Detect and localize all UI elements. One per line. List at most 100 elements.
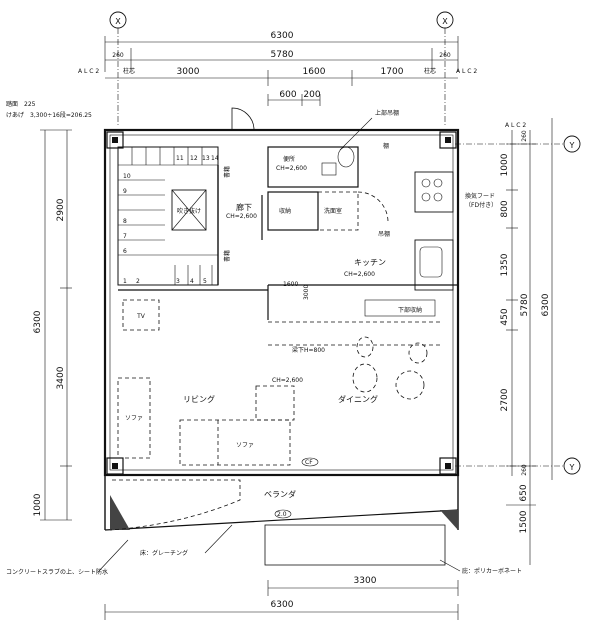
- balcony: ベランダ 2.0: [104, 475, 459, 566]
- svg-text:3000: 3000: [303, 285, 310, 300]
- svg-text:600: 600: [279, 90, 296, 100]
- svg-text:Y: Y: [569, 463, 575, 472]
- svg-text:収納: 収納: [279, 207, 291, 215]
- svg-text:踏面 225: 踏面 225: [6, 100, 36, 108]
- svg-text:（FD付き）: （FD付き）: [465, 201, 497, 209]
- svg-text:コンクリートスラブの上、シート防水: コンクリートスラブの上、シート防水: [6, 568, 108, 576]
- top-dimensions: 6300 260 5780 260 3000 1600 1700 600 200…: [78, 31, 526, 129]
- svg-text:TV: TV: [136, 313, 146, 320]
- svg-text:3300: 3300: [354, 576, 377, 586]
- svg-text:廊下: 廊下: [236, 202, 252, 212]
- svg-text:上部吊棚: 上部吊棚: [375, 109, 399, 117]
- svg-text:A L C 2: A L C 2: [78, 68, 99, 75]
- svg-text:6300: 6300: [541, 293, 551, 316]
- storage-room: 収納: [267, 191, 319, 231]
- svg-text:ダイニング: ダイニング: [338, 394, 378, 404]
- svg-text:X: X: [115, 17, 121, 26]
- svg-text:けあげ 3,300÷16段=206.25: けあげ 3,300÷16段=206.25: [6, 111, 92, 119]
- annotations: コンクリートスラブの上、シート防水 床：グレーチング 庇：ポリカーボネート: [6, 524, 522, 576]
- left-dimensions: 6300 2900 3400 1000: [33, 129, 72, 521]
- svg-text:260: 260: [521, 464, 528, 476]
- svg-text:2: 2: [136, 278, 140, 285]
- kitchen: キッチン CH=2,600 換気フード （FD付き） 吊棚 下部収納 1600 …: [267, 171, 497, 320]
- svg-text:3: 3: [176, 278, 180, 285]
- svg-text:キッチン: キッチン: [354, 258, 386, 267]
- svg-text:1000: 1000: [33, 493, 43, 516]
- grid-bubble-x-left: X: [109, 11, 127, 125]
- svg-text:CH=2,600: CH=2,600: [276, 165, 307, 172]
- svg-text:5780: 5780: [520, 293, 530, 316]
- entrance-door: [231, 107, 255, 131]
- svg-text:1600: 1600: [283, 281, 298, 288]
- svg-text:6300: 6300: [271, 600, 294, 610]
- svg-text:A L C 2: A L C 2: [505, 122, 526, 129]
- svg-text:1000: 1000: [500, 153, 510, 176]
- svg-text:洗面室: 洗面室: [324, 207, 342, 215]
- svg-text:ソファ: ソファ: [236, 442, 254, 449]
- svg-text:柱芯: 柱芯: [424, 67, 436, 75]
- svg-text:7: 7: [123, 233, 127, 240]
- svg-text:1500: 1500: [519, 510, 529, 533]
- svg-text:11: 11: [176, 155, 184, 162]
- svg-text:5: 5: [203, 278, 207, 285]
- svg-text:200: 200: [303, 90, 320, 100]
- svg-text:2.0: 2.0: [277, 511, 287, 518]
- svg-text:13: 13: [202, 155, 210, 162]
- grid-bubble-y-bottom: Y: [455, 457, 581, 475]
- svg-text:リビング: リビング: [183, 394, 215, 404]
- grid-bubble-y-top: Y: [455, 135, 581, 153]
- svg-text:9: 9: [123, 188, 127, 195]
- svg-text:X: X: [442, 17, 448, 26]
- staircase: 吹き抜け 1 2 6 7 8 9 10 3 4 5 11 12 13 14 書籍…: [117, 146, 231, 286]
- svg-text:800: 800: [500, 200, 510, 217]
- svg-text:14: 14: [211, 155, 219, 162]
- svg-text:吹き抜け: 吹き抜け: [177, 207, 201, 215]
- svg-text:10: 10: [123, 173, 131, 180]
- svg-text:12: 12: [190, 155, 198, 162]
- svg-text:260: 260: [439, 52, 451, 59]
- svg-text:2700: 2700: [500, 388, 510, 411]
- svg-text:6300: 6300: [33, 310, 43, 333]
- svg-text:6: 6: [123, 248, 127, 255]
- svg-text:吊棚: 吊棚: [378, 230, 390, 238]
- svg-text:書籍: 書籍: [223, 250, 231, 262]
- washroom: 洗面室: [317, 191, 389, 231]
- svg-text:下部収納: 下部収納: [398, 306, 422, 314]
- grid-bubble-x-right: X: [436, 11, 454, 125]
- exterior-walls: [103, 128, 460, 477]
- svg-text:260: 260: [521, 130, 528, 142]
- shelf-label: 棚: [383, 142, 389, 150]
- svg-text:柱芯: 柱芯: [123, 67, 135, 75]
- svg-text:6300: 6300: [271, 31, 294, 41]
- toilet-room: 便所 CH=2,600 上部吊棚: [267, 109, 399, 188]
- svg-text:CH=2,600: CH=2,600: [272, 377, 303, 384]
- living-dining: TV ソファ ソファ CH=2,600 リビング ダイニング 梁下H=800 C…: [117, 289, 442, 467]
- svg-text:A L C 2: A L C 2: [456, 68, 477, 75]
- svg-text:便所: 便所: [283, 155, 295, 163]
- svg-text:650: 650: [519, 484, 529, 501]
- svg-text:3000: 3000: [177, 67, 200, 77]
- bottom-dimensions: 3300 6300: [104, 576, 459, 620]
- svg-text:Y: Y: [569, 141, 575, 150]
- svg-text:260: 260: [112, 52, 124, 59]
- svg-text:1600: 1600: [303, 67, 326, 77]
- svg-text:庇：ポリカーボネート: 庇：ポリカーボネート: [462, 567, 522, 575]
- svg-text:1: 1: [123, 278, 127, 285]
- stair-notes: 踏面 225 けあげ 3,300÷16段=206.25: [6, 100, 92, 119]
- svg-text:ソファ: ソファ: [125, 415, 143, 422]
- svg-text:CF: CF: [305, 459, 313, 466]
- svg-text:床：グレーチング: 床：グレーチング: [140, 549, 188, 557]
- svg-text:4: 4: [190, 278, 194, 285]
- svg-text:換気フード: 換気フード: [465, 192, 495, 200]
- svg-text:8: 8: [123, 218, 127, 225]
- svg-text:2900: 2900: [56, 198, 66, 221]
- svg-text:書籍: 書籍: [223, 166, 231, 178]
- svg-text:CH=2,600: CH=2,600: [344, 271, 375, 278]
- svg-text:1350: 1350: [500, 253, 510, 276]
- svg-text:CH=2,600: CH=2,600: [226, 213, 257, 220]
- svg-text:棚: 棚: [383, 142, 389, 150]
- right-dimensions: 1000 800 1350 450 2700 260 260 5780 6300…: [500, 118, 553, 565]
- svg-text:5780: 5780: [271, 50, 294, 60]
- svg-text:450: 450: [500, 308, 510, 325]
